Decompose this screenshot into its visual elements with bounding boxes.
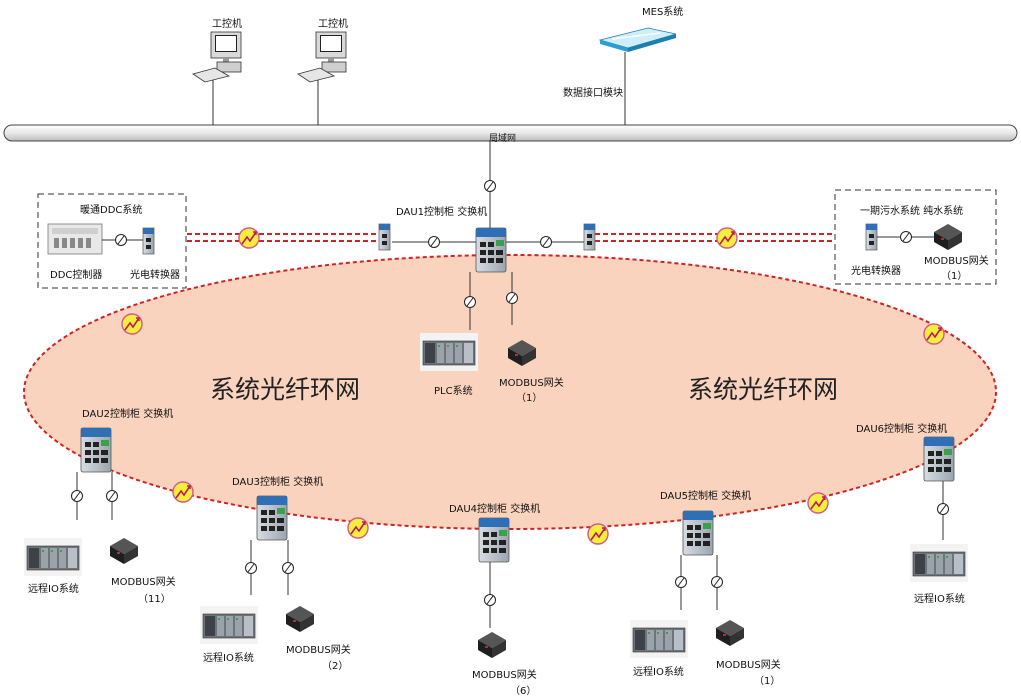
dau2-switch-icon	[80, 427, 112, 473]
pc-icon	[297, 31, 347, 83]
dau5-gateway-count: （1）	[754, 676, 781, 687]
fiber-marker	[121, 313, 143, 335]
fiber-marker	[347, 517, 369, 539]
fiber-marker	[807, 492, 829, 514]
right-gateway-label: MODBUS网关	[924, 256, 989, 267]
ddc-controller-label: DDC控制器	[50, 270, 103, 281]
mes-label: MES系统	[642, 7, 684, 18]
dau3-label: DAU3控制柜 交换机	[232, 477, 324, 488]
dau6-label: DAU6控制柜 交换机	[856, 424, 948, 435]
plc-rack-icon	[419, 332, 479, 372]
link-marker	[464, 296, 476, 308]
left-converter-label: 光电转换器	[130, 270, 180, 281]
ring-label-left: 系统光纤环网	[210, 375, 361, 404]
hvac-box-title: 暖通DDC系统	[80, 205, 143, 216]
remote-io-rack-icon	[909, 543, 969, 583]
fiber-ring	[23, 254, 997, 530]
dau1-label: DAU1控制柜 交换机	[396, 207, 488, 218]
fiber-marker	[238, 227, 260, 249]
link-marker	[711, 576, 723, 588]
modbus-gateway-icon	[286, 606, 314, 632]
interface-module-label: 数据接口模块	[563, 88, 623, 99]
dau2-io-label: 远程IO系统	[28, 584, 79, 595]
mes-switch-icon	[598, 27, 677, 52]
dau3-gateway-label: MODBUS网关	[286, 645, 351, 656]
link-marker	[282, 562, 294, 574]
link-marker	[71, 490, 83, 502]
dau5-label: DAU5控制柜 交换机	[660, 491, 752, 502]
link-marker	[245, 562, 257, 574]
wastewater-box-title: 一期污水系统 纯水系统	[860, 206, 964, 217]
link-marker	[937, 503, 949, 515]
link-marker	[106, 490, 118, 502]
converter-icon	[583, 223, 596, 251]
dau2-gateway-count: （11）	[138, 594, 171, 605]
link-marker	[675, 576, 687, 588]
modbus-gateway-icon	[110, 538, 138, 564]
dau5-io-label: 远程IO系统	[633, 667, 684, 678]
dau3-switch-icon	[256, 495, 288, 541]
pc1-label: 工控机	[212, 19, 242, 30]
right-gateway-count: （1）	[941, 271, 968, 282]
dau3-io-label: 远程IO系统	[203, 653, 254, 664]
dau4-switch-icon	[478, 517, 510, 563]
link-marker	[900, 231, 912, 243]
dau2-gateway-label: MODBUS网关	[111, 577, 176, 588]
ring-label-right: 系统光纤环网	[688, 375, 839, 404]
fiber-marker	[923, 323, 945, 345]
dau6-switch-icon	[923, 436, 955, 482]
modbus-gateway-icon	[478, 632, 506, 658]
lan-label: 局域网	[489, 134, 517, 144]
converter-icon	[142, 227, 155, 255]
converter-icon	[378, 223, 391, 251]
link-marker	[115, 234, 127, 246]
dau5-gateway-label: MODBUS网关	[716, 660, 781, 671]
right-converter-label: 光电转换器	[851, 266, 901, 277]
lan-bus	[3, 124, 1018, 142]
dau2-label: DAU2控制柜 交换机	[82, 409, 174, 420]
pc2-label: 工控机	[318, 19, 348, 30]
dau6-io-label: 远程IO系统	[914, 594, 965, 605]
link-marker	[484, 180, 496, 192]
remote-io-rack-icon	[629, 619, 689, 659]
dau1-gateway-label: MODBUS网关	[499, 378, 564, 389]
dau3-gateway-count: （2）	[322, 661, 349, 672]
fiber-marker	[716, 227, 738, 249]
remote-io-rack-icon	[199, 605, 259, 645]
dau1-gateway-count: （1）	[516, 393, 543, 404]
modbus-gateway-icon	[716, 620, 744, 646]
dau1-switch-icon	[475, 227, 507, 273]
fiber-marker	[172, 481, 194, 503]
dau4-gateway-label: MODBUS网关	[472, 670, 537, 681]
link-marker	[484, 594, 496, 606]
plc-label: PLC系统	[434, 386, 473, 397]
dau4-gateway-count: （6）	[510, 686, 537, 697]
dau4-label: DAU4控制柜 交换机	[449, 504, 541, 515]
ddc-controller-icon	[47, 223, 103, 255]
dau5-switch-icon	[682, 510, 714, 556]
fiber-marker	[587, 523, 609, 545]
link-marker	[506, 292, 518, 304]
remote-io-rack-icon	[23, 537, 83, 577]
converter-icon	[865, 223, 878, 251]
wastewater-box	[834, 189, 997, 285]
link-marker	[540, 236, 552, 248]
link-marker	[428, 236, 440, 248]
pc-icon	[192, 31, 242, 83]
